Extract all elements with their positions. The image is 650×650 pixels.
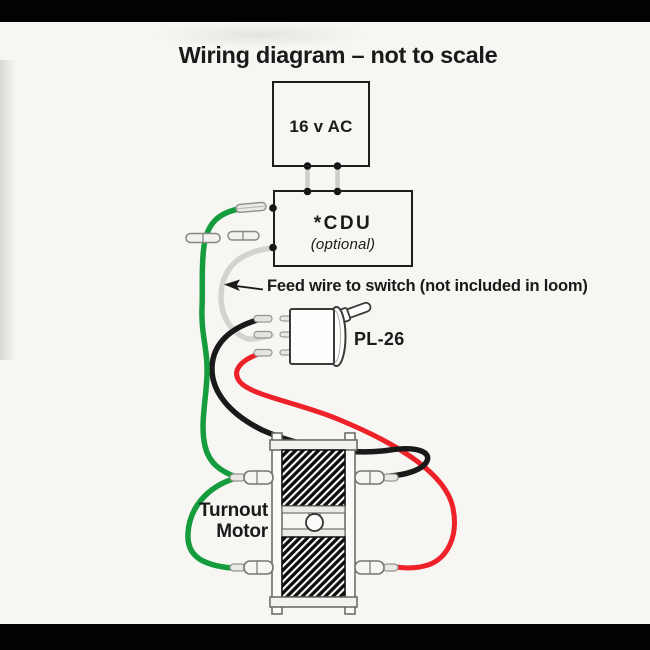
red-wire — [234, 350, 457, 571]
motor-terminal-bottom-right — [354, 560, 399, 575]
motor-bottom-plate — [269, 596, 358, 608]
motor-terminal-top-right — [354, 470, 399, 485]
switch-label: PL-26 — [354, 329, 405, 349]
toggle-switch — [279, 301, 372, 367]
motor-coil-bottom — [281, 536, 346, 598]
page-title: Wiring diagram – not to scale — [178, 42, 498, 68]
photo-black-bar-bottom — [0, 624, 650, 650]
motor-coil-top — [281, 449, 346, 507]
turnout-motor — [229, 432, 399, 615]
turnout-motor-label: Turnout Motor — [170, 500, 268, 542]
supply-wires — [303, 162, 342, 196]
cdu-label: *CDU — [313, 213, 373, 234]
motor-rail-left — [271, 432, 283, 615]
turnout-motor-label-line1: Turnout — [199, 500, 268, 521]
turnout-motor-label-line2: Motor — [216, 520, 268, 542]
cdu-box: *CDU (optional) — [273, 190, 413, 267]
photo-black-bar-top — [0, 0, 650, 22]
green-wire-ferrule — [235, 201, 267, 214]
motor-terminal-bottom-left — [229, 560, 274, 575]
motor-top-plate — [269, 439, 358, 451]
motor-rail-right — [344, 432, 356, 615]
cdu-sublabel: (optional) — [310, 236, 376, 253]
inline-connector-left — [185, 232, 221, 244]
feed-wire-arrow — [224, 279, 264, 291]
switch-toggle-lever — [337, 301, 372, 324]
feed-wire-note: Feed wire to switch (not included in loo… — [267, 277, 588, 295]
green-wire-loop — [185, 475, 239, 571]
power-supply-label: 16 v AC — [289, 117, 353, 136]
wire-ferrules — [253, 314, 273, 357]
green-wire — [199, 206, 242, 480]
inline-connector-right — [227, 230, 260, 241]
switch-body — [289, 308, 335, 365]
power-supply-box: 16 v AC — [272, 81, 370, 167]
motor-terminal-top-left — [229, 470, 274, 485]
motor-armature-pin — [305, 513, 324, 532]
